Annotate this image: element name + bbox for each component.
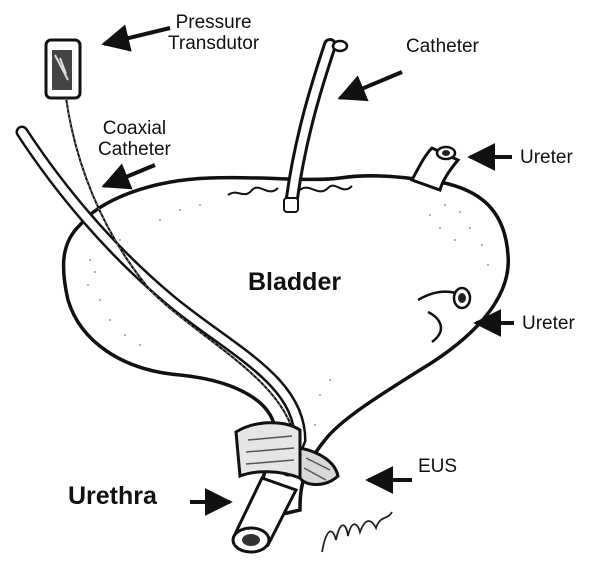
bladder-label: Bladder [248,268,341,296]
catheter-label: Catheter [406,36,479,57]
pressure-transducer-label: Pressure Transdutor [168,12,259,54]
coaxial-catheter-label: Coaxial Catheter [98,118,171,160]
eus-label: EUS [418,456,457,477]
pressure-transducer [46,40,80,98]
arrow-icon [340,72,402,98]
artist-signature [322,512,392,552]
coaxial-catheter-label-line1: Coaxial [98,118,171,139]
arrow-icon [104,28,170,44]
coaxial-catheter-label-line2: Catheter [98,139,171,160]
urethra-label: Urethra [68,482,157,510]
ureter-side-label: Ureter [522,313,575,334]
pressure-transducer-label-line2: Transdutor [168,33,259,54]
pressure-transducer-label-line1: Pressure [168,12,259,33]
arrow-icon [104,165,155,186]
ureter-top-label: Ureter [520,147,573,168]
